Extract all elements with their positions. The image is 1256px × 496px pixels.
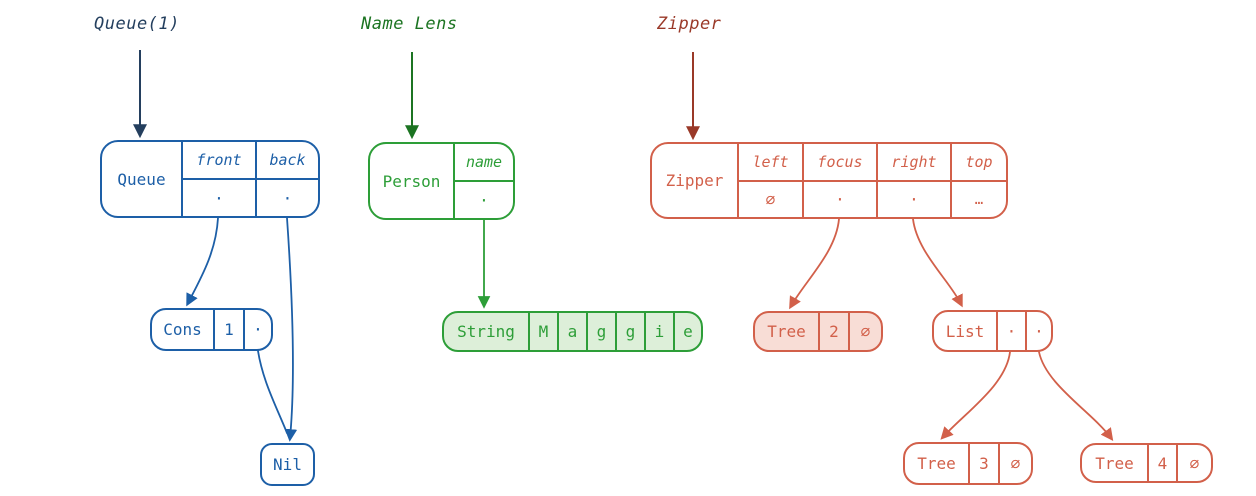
string-char-cell: g — [586, 313, 615, 350]
field-name-back: back — [269, 151, 306, 169]
string-char-cell: a — [557, 313, 586, 350]
zipper-field-focus: focus · — [802, 144, 876, 217]
zipper-section-label: Zipper — [657, 14, 722, 34]
nil-tag: Nil — [273, 455, 302, 474]
field-value-front: · — [183, 178, 255, 216]
field-value-top: … — [952, 180, 1006, 217]
queue-record-tag: Queue — [117, 169, 166, 189]
field-name-name: name — [465, 153, 503, 171]
list-box: List · · — [932, 310, 1053, 352]
person-record-tag: Person — [382, 171, 441, 191]
tree3-null-cell: ∅ — [998, 444, 1031, 483]
tree4-null-cell: ∅ — [1176, 445, 1211, 481]
field-name-front: front — [196, 151, 242, 169]
front-to-cons-arrow — [186, 217, 219, 307]
cons-value-cell: 1 — [213, 310, 243, 349]
focus-to-tree2-arrow — [789, 218, 840, 310]
queue-section-label: Queue(1) — [94, 14, 180, 34]
tree2-tag: Tree — [767, 322, 806, 341]
field-name-left: left — [752, 153, 789, 171]
tree2-box: Tree 2 ∅ — [753, 311, 883, 352]
zipper-field-left: left ∅ — [737, 144, 802, 217]
nil-box: Nil — [260, 443, 315, 486]
zipper-record: Zipper left ∅ focus · right · top … — [650, 142, 1008, 219]
cons-box: Cons 1 · — [150, 308, 273, 351]
field-value-back: · — [257, 178, 318, 216]
zipper-field-top: top … — [950, 144, 1006, 217]
lens-section-label: Name Lens — [361, 14, 458, 34]
field-value-focus: · — [804, 180, 876, 217]
field-value-right: · — [878, 180, 950, 217]
tree4-value-cell: 4 — [1147, 445, 1176, 481]
cons-to-nil-arrow — [257, 350, 288, 434]
tree3-value-cell: 3 — [968, 444, 998, 483]
string-box: String M a g g i e — [442, 311, 703, 352]
string-char-cell: g — [615, 313, 644, 350]
string-tag: String — [457, 322, 515, 341]
tree2-value-cell: 2 — [818, 313, 848, 350]
queue-field-front: front · — [181, 142, 255, 216]
queue-record: Queue front · back · — [100, 140, 320, 218]
queue-field-back: back · — [255, 142, 318, 216]
back-to-nil-arrow — [284, 217, 298, 442]
list-to-tree3-arrow — [940, 351, 1011, 440]
list-pointer-cell: · — [1025, 312, 1051, 350]
tree4-box: Tree 4 ∅ — [1080, 443, 1213, 483]
string-char-cell: i — [644, 313, 673, 350]
field-name-focus: focus — [817, 153, 863, 171]
person-field-name: name · — [453, 144, 513, 218]
tree2-null-cell: ∅ — [848, 313, 881, 350]
list-tag: List — [945, 321, 985, 341]
tree3-tag: Tree — [917, 454, 956, 473]
string-char-cell: e — [673, 313, 701, 350]
cons-tag: Cons — [163, 320, 202, 339]
zipper-field-right: right · — [876, 144, 950, 217]
right-to-list-arrow — [912, 218, 963, 308]
field-value-name: · — [455, 180, 513, 218]
field-name-top: top — [965, 153, 993, 171]
tree4-tag: Tree — [1095, 453, 1134, 473]
field-value-left: ∅ — [739, 180, 802, 217]
cons-pointer-cell: · — [243, 310, 271, 349]
person-record: Person name · — [368, 142, 515, 220]
string-char-cell: M — [528, 313, 557, 350]
tree3-box: Tree 3 ∅ — [903, 442, 1033, 485]
list-to-tree4-arrow — [1038, 351, 1114, 442]
list-pointer-cell: · — [996, 312, 1025, 350]
field-name-right: right — [891, 153, 937, 171]
zipper-record-tag: Zipper — [665, 171, 724, 190]
